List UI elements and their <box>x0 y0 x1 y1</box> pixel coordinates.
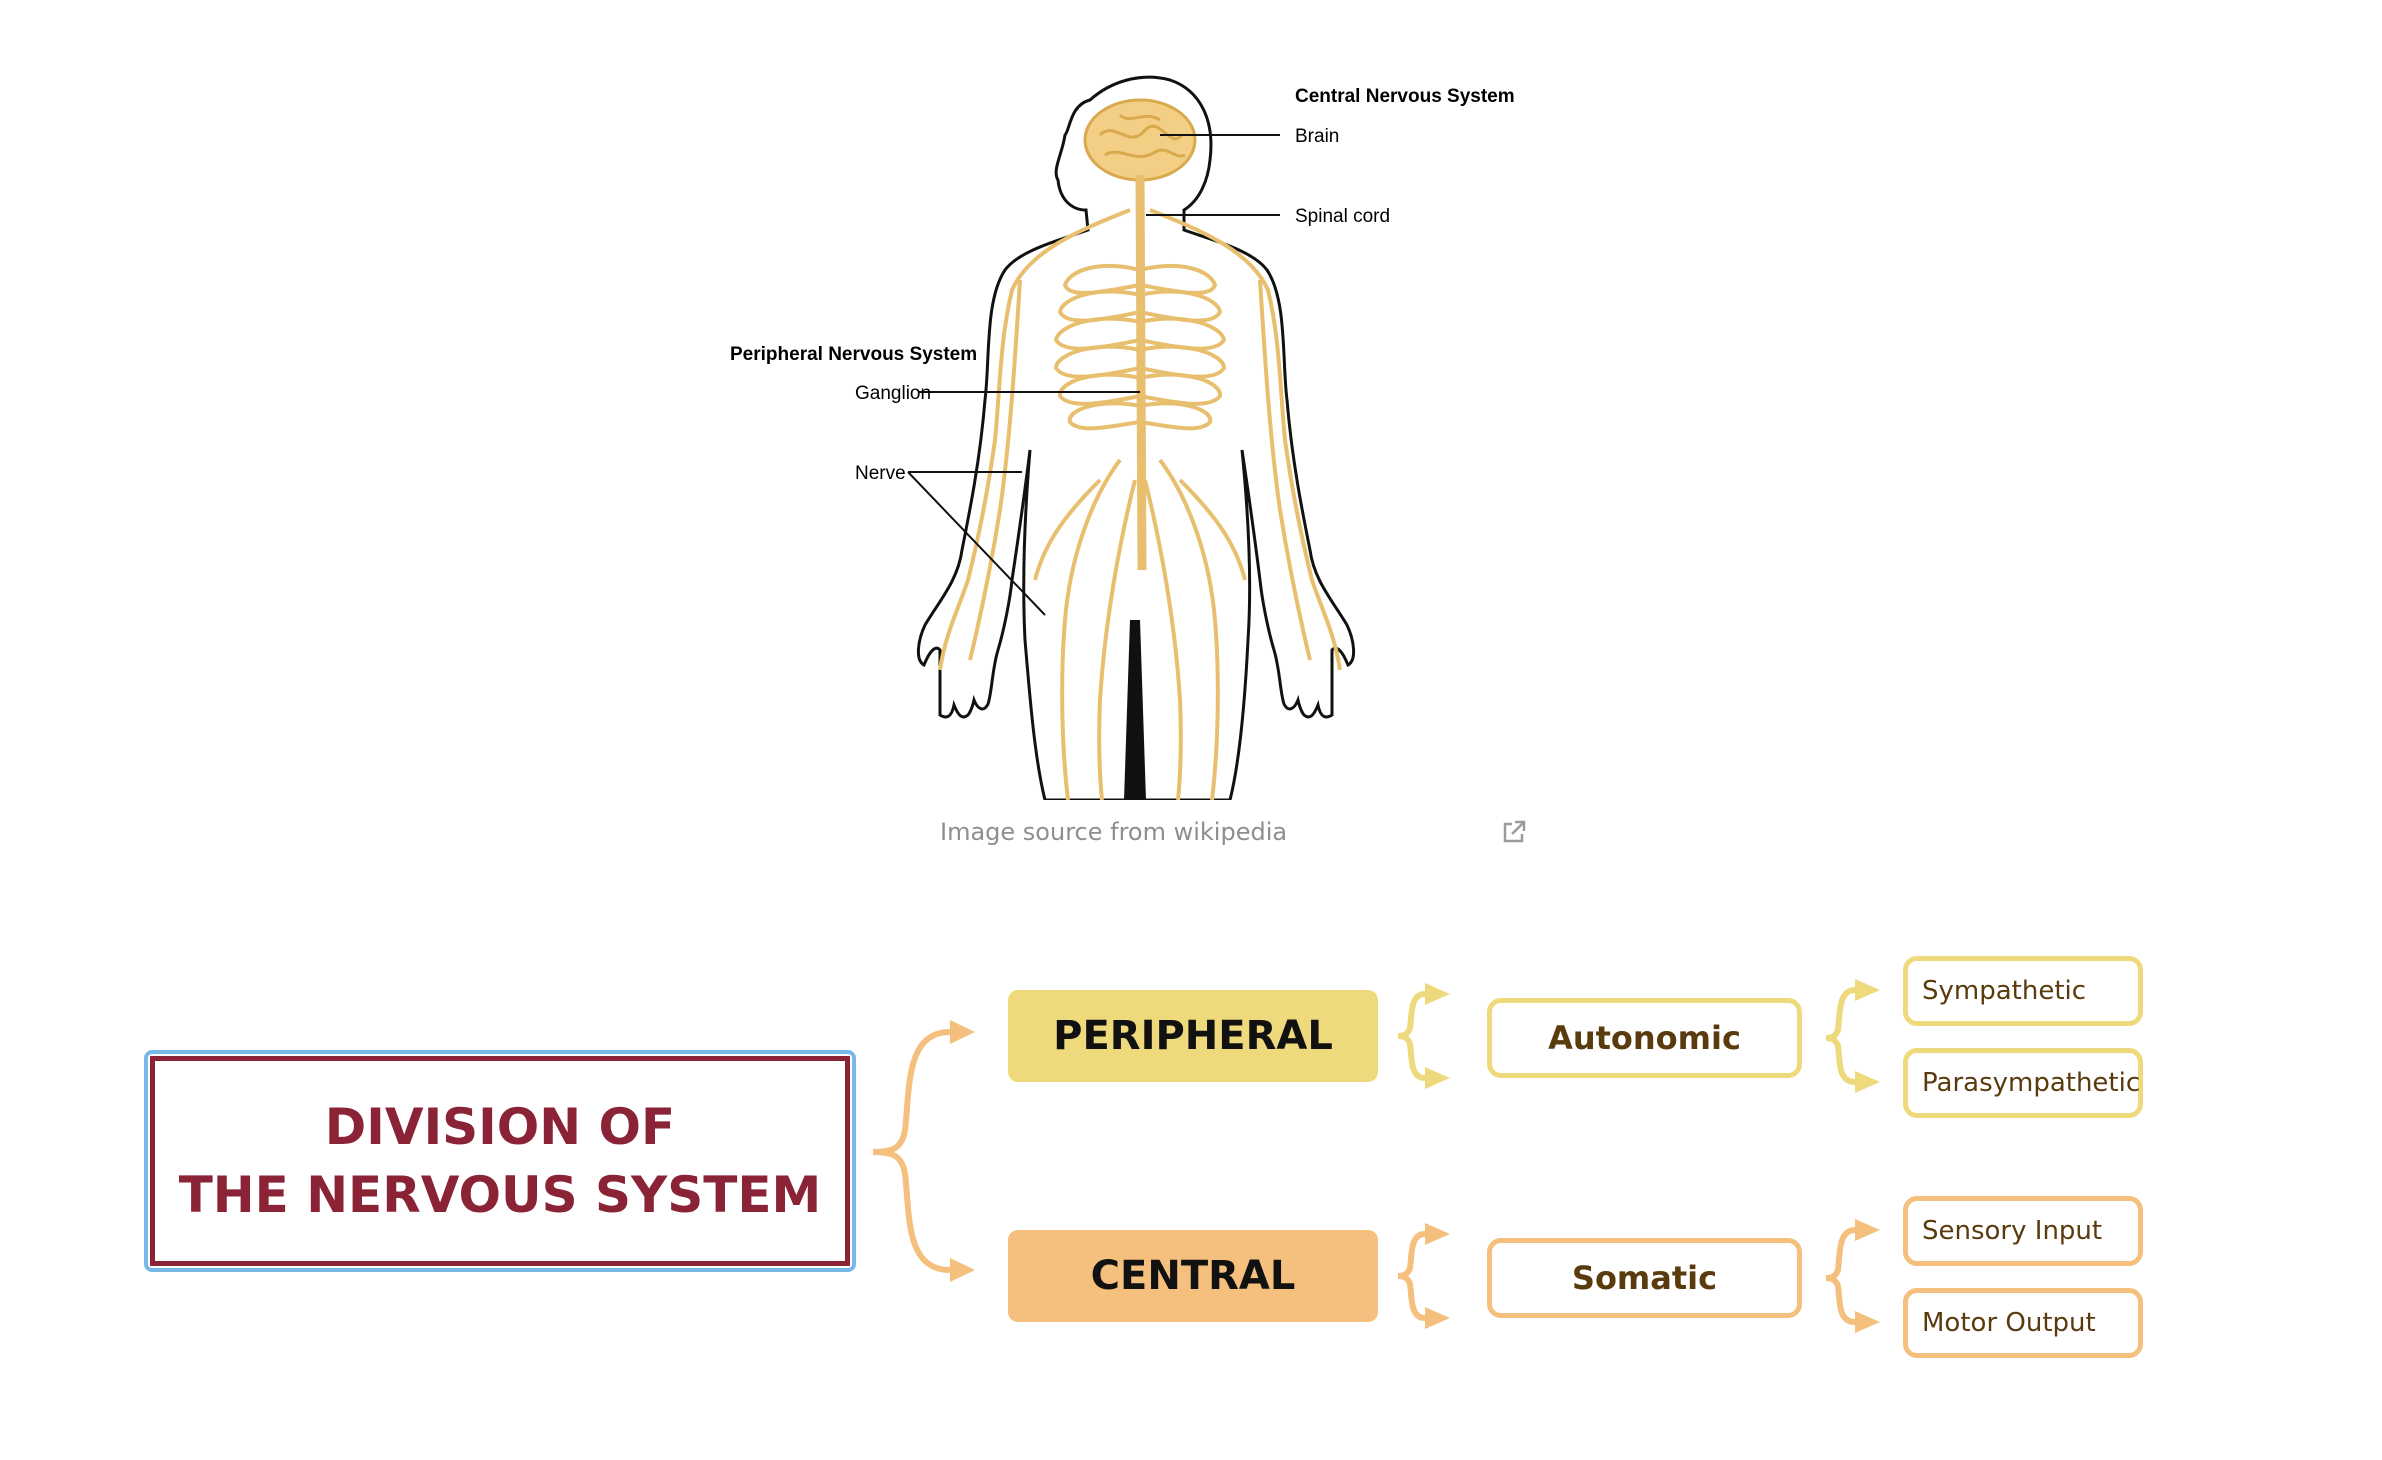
arrow-to-autonomic-b <box>1425 1067 1450 1089</box>
autonomic-node[interactable]: Autonomic <box>1487 998 1802 1078</box>
central-node[interactable]: CENTRAL <box>1008 1230 1378 1322</box>
nerve-label: Nerve <box>855 463 906 484</box>
peripheral-brace <box>1397 991 1426 1081</box>
peripheral-node[interactable]: PERIPHERAL <box>1008 990 1378 1082</box>
brain-folds <box>1098 113 1186 158</box>
sympathetic-node[interactable]: Sympathetic <box>1903 956 2143 1026</box>
external-link-icon[interactable] <box>1500 818 1528 846</box>
arrow-to-sensory-input <box>1855 1219 1880 1241</box>
root-title-line2: THE NERVOUS SYSTEM <box>178 1166 822 1224</box>
spinal-cord-label: Spinal cord <box>1295 206 1390 227</box>
root-node-frame <box>144 1050 856 1272</box>
arrow-to-central <box>950 1258 975 1282</box>
brain-label: Brain <box>1295 126 1339 147</box>
leader-lines <box>907 134 1280 616</box>
motor-output-node[interactable]: Motor Output <box>1903 1288 2143 1358</box>
arrow-to-parasympathetic <box>1855 1071 1880 1093</box>
central-brace <box>1397 1231 1426 1321</box>
spinal-cord <box>1135 174 1147 571</box>
root-node[interactable]: DIVISION OF THE NERVOUS SYSTEM <box>150 1056 850 1266</box>
root-title-line1: DIVISION OF <box>324 1098 676 1156</box>
body-outline <box>917 75 1355 800</box>
ganglion-label: Ganglion <box>855 383 931 404</box>
somatic-node[interactable]: Somatic <box>1487 1238 1802 1318</box>
arrow-to-somatic-a <box>1425 1223 1450 1245</box>
somatic-brace <box>1825 1227 1856 1325</box>
nervous-system-figure: Central Nervous System Brain Spinal cord… <box>730 75 1515 800</box>
arrow-to-motor-output <box>1855 1311 1880 1333</box>
leg-gap <box>1124 620 1146 800</box>
sensory-input-node[interactable]: Sensory Input <box>1903 1196 2143 1266</box>
arrow-to-peripheral <box>950 1020 975 1044</box>
autonomic-brace <box>1825 987 1856 1085</box>
root-brace <box>872 1029 951 1273</box>
arrow-to-sympathetic <box>1855 979 1880 1001</box>
arrow-to-autonomic-a <box>1425 983 1450 1005</box>
rib-nerves <box>1053 263 1227 431</box>
parasympathetic-node[interactable]: Parasympathetic <box>1903 1048 2143 1118</box>
cns-heading: Central Nervous System <box>1295 86 1515 107</box>
image-caption: Image source from wikipedia <box>940 818 1288 846</box>
arrow-to-somatic-b <box>1425 1307 1450 1329</box>
pns-heading: Peripheral Nervous System <box>730 344 977 365</box>
limb-nerves <box>938 208 1342 800</box>
